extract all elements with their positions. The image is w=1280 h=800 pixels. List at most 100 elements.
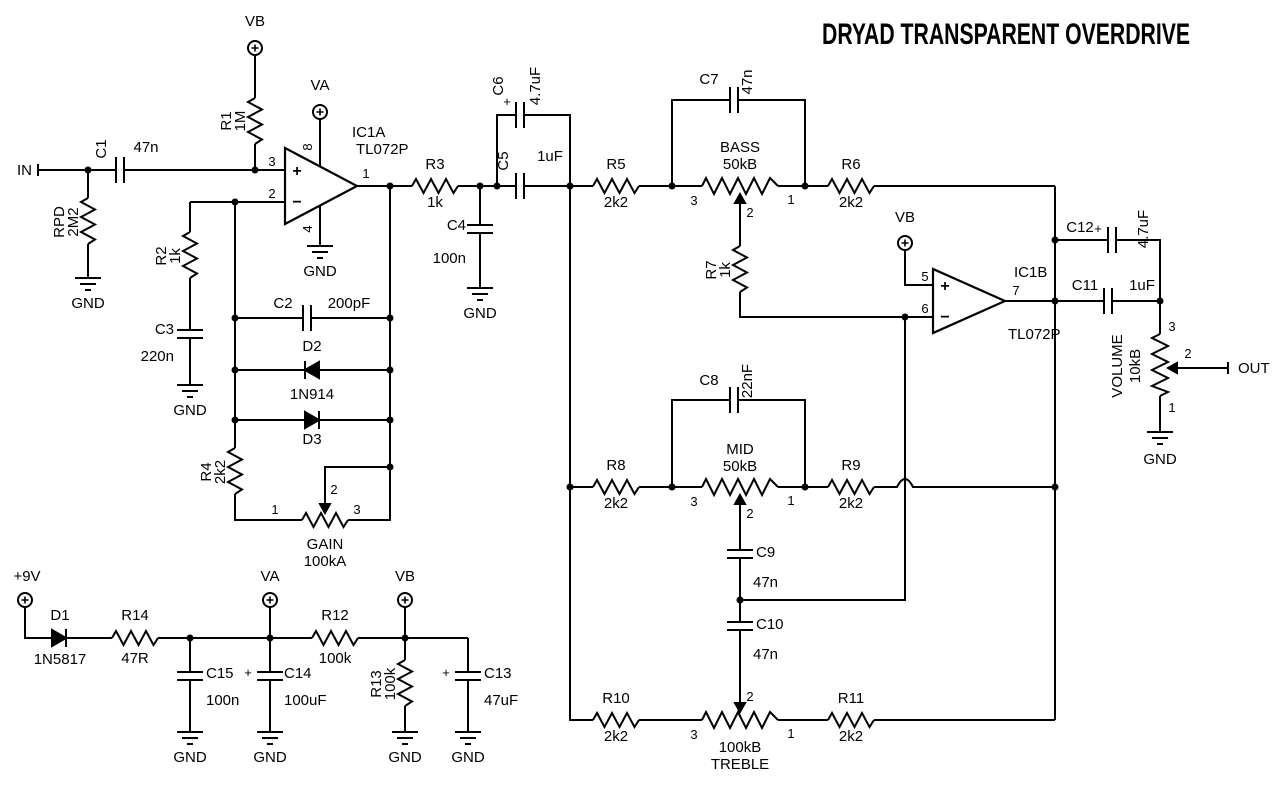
ic1b-pin5: 5: [921, 269, 928, 284]
gnd-label: GND: [1143, 451, 1177, 468]
mid-value: 50kB: [723, 458, 757, 475]
ic1b-pin6: 6: [921, 301, 928, 316]
bass-pin3: 3: [690, 193, 697, 208]
junction-dot: [1156, 297, 1164, 305]
c4-ref: C4: [447, 217, 466, 234]
mid-pin1: 1: [787, 493, 794, 508]
mid-wiper-arrow: [733, 492, 747, 505]
c7-value: 47n: [739, 69, 756, 94]
c12-value: 4.7uF: [1135, 210, 1152, 248]
bass-name: BASS: [720, 139, 760, 156]
junction-dot: [186, 634, 194, 642]
junction-dots: [84, 166, 1164, 642]
opamp-ic1a-triangle: [283, 146, 360, 226]
ic1a-pin8: 8: [300, 143, 315, 150]
bass-value: 50kB: [723, 156, 757, 173]
r1-ref: R1: [218, 111, 235, 130]
c11-ref: C11: [1072, 277, 1098, 294]
r4-ref: R4: [198, 462, 215, 481]
volume-wiper-arrow: [1165, 361, 1178, 375]
ic1b-pin7: 7: [1012, 283, 1019, 298]
c13-ref: C13: [484, 665, 512, 682]
c12-ref: C12: [1066, 219, 1094, 236]
junction-dot: [1051, 297, 1059, 305]
volume-pin2: 2: [1184, 346, 1191, 361]
r1-value: 1M: [232, 111, 249, 132]
r13-ref: R13: [368, 670, 385, 698]
treble-name: TREBLE: [711, 756, 769, 773]
junction-dot: [668, 483, 676, 491]
ic1a-ref: IC1A: [352, 124, 385, 141]
c11-value: 1uF: [1129, 277, 1155, 294]
c15-ref: C15: [206, 665, 234, 682]
r10-ref: R10: [602, 690, 630, 707]
c14-polarity: +: [244, 665, 252, 680]
va-label: VA: [311, 77, 330, 94]
junction-dot: [566, 483, 574, 491]
junction-dot: [801, 483, 809, 491]
junction-dot: [1051, 483, 1059, 491]
junction-dot: [668, 182, 676, 190]
wires-ic1b: [739, 203, 1055, 703]
junction-dot: [736, 596, 744, 604]
c2-ref: C2: [273, 295, 292, 312]
c6-polarity: +: [503, 94, 511, 109]
junction-dot: [266, 634, 274, 642]
r2-value: 1k: [167, 248, 184, 264]
d2-d3-value: 1N914: [290, 386, 334, 403]
gain-pin3: 3: [353, 502, 360, 517]
r10-value: 2k2: [604, 728, 628, 745]
ic1a-pin3: 3: [268, 154, 275, 169]
ic1b-part: TL072P: [1008, 326, 1061, 343]
ic1a-minus-sign: −: [292, 194, 301, 211]
junction-dot: [231, 198, 239, 206]
bass-wiper-arrow: [733, 191, 747, 204]
c13-value: 47uF: [484, 692, 518, 709]
junction-dot: [386, 182, 394, 190]
c13-polarity: +: [442, 665, 450, 680]
r3-ref: R3: [425, 156, 444, 173]
artwork: [17, 40, 1229, 745]
treble-pin1: 1: [787, 726, 794, 741]
c10-value: 47n: [753, 646, 778, 663]
r7-ref: R7: [703, 260, 720, 279]
r12-value: 100k: [319, 650, 352, 667]
mid-pin2: 2: [746, 506, 753, 521]
c15-value: 100n: [206, 692, 239, 709]
treble-value: 100kB: [719, 739, 762, 756]
gnd-label: GND: [388, 749, 422, 766]
junction-dot: [493, 182, 501, 190]
c7-ref: C7: [699, 71, 718, 88]
r8-ref: R8: [606, 457, 625, 474]
c14-value: 100uF: [284, 692, 327, 709]
junction-dot: [251, 166, 259, 174]
r13-value: 100k: [382, 667, 399, 700]
r11-value: 2k2: [839, 728, 863, 745]
r8-value: 2k2: [604, 495, 628, 512]
c3-value: 220n: [141, 348, 174, 365]
wires-input: [37, 55, 285, 278]
r7-value: 1k: [717, 262, 734, 278]
bass-pin1: 1: [787, 192, 794, 207]
treble-pin2: 2: [746, 689, 753, 704]
treble-pin3: 3: [690, 727, 697, 742]
gain-wiper-arrow: [318, 503, 332, 516]
junction-dot: [476, 182, 484, 190]
input-terminal-label: IN: [17, 162, 32, 179]
wires-interstage: [458, 114, 593, 288]
junction-dot: [386, 416, 394, 424]
gain-value: 100kA: [304, 553, 347, 570]
ic1b-plus-sign: +: [940, 278, 949, 295]
junction-dot: [231, 416, 239, 424]
c3-ref: C3: [155, 321, 174, 338]
gnd-label: GND: [451, 749, 485, 766]
gain-name: GAIN: [307, 536, 344, 553]
gnd-label: GND: [463, 305, 497, 322]
junction-dot: [401, 634, 409, 642]
gnd-label: GND: [173, 402, 207, 419]
c9-ref: C9: [756, 544, 775, 561]
r5-ref: R5: [606, 156, 625, 173]
volume-pin3: 3: [1168, 319, 1175, 334]
labels: DRYAD TRANSPARENT OVERDRIVE IN C1 47n RP…: [13, 13, 1269, 773]
